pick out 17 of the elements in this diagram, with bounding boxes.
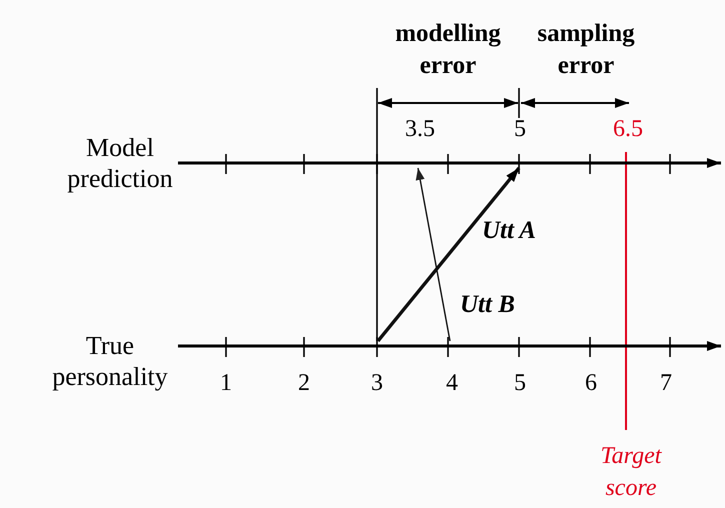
arrow: [376, 166, 520, 342]
axis-title: Model prediction: [66, 132, 174, 194]
tick-label: 4: [445, 370, 459, 396]
tick-label: 5: [513, 116, 527, 142]
dimension-label: modelling error: [394, 19, 502, 81]
tick-label: 7: [659, 370, 673, 396]
tick-label: 1: [219, 370, 233, 396]
tick-label: 2: [297, 370, 311, 396]
tick-label: 3.5: [404, 116, 436, 142]
tick-label: 5: [513, 370, 527, 396]
target-label: Target score: [600, 442, 663, 503]
tick-label: 6: [584, 370, 598, 396]
tick-label: 3: [370, 370, 384, 396]
arrow: [416, 168, 451, 342]
tick-label: 6.5: [612, 116, 644, 142]
axis-title: True personality: [51, 330, 169, 392]
dimension-label: sampling error: [536, 19, 636, 81]
